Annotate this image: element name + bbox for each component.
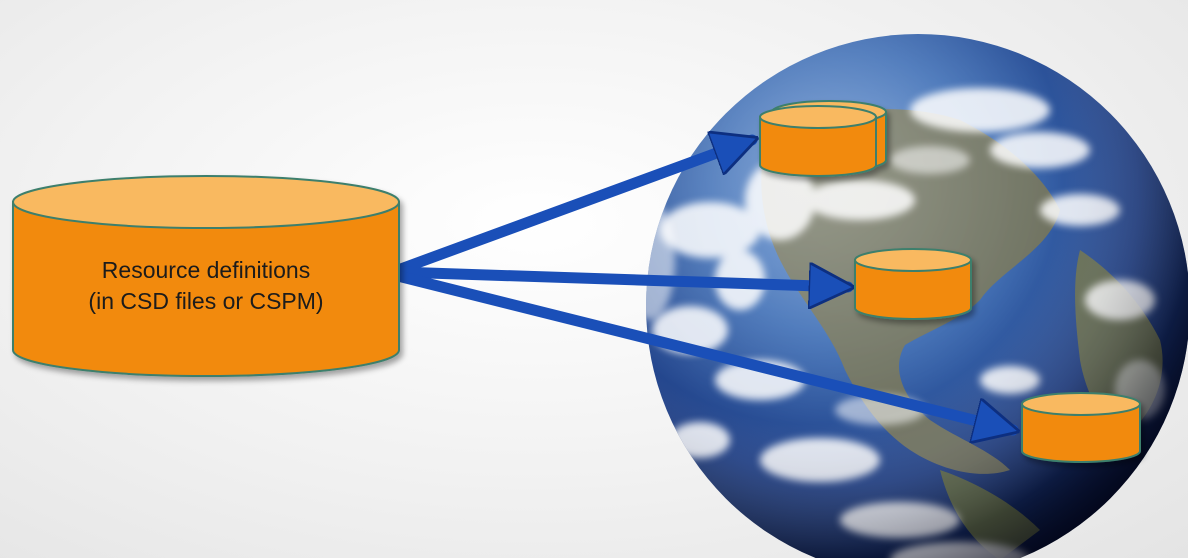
target-database-middle: [854, 248, 972, 320]
target-database-top: [759, 100, 887, 177]
source-label-line2: (in CSD files or CSPM): [88, 288, 323, 314]
arrow-to-middle-database: [392, 272, 848, 287]
arrow-to-top-database: [392, 140, 752, 276]
source-label-line1: Resource definitions: [102, 257, 310, 283]
arrows: [392, 140, 1013, 430]
target-database-bottom: [1021, 392, 1141, 463]
arrow-to-bottom-database: [392, 270, 1013, 430]
source-database-cylinder: Resource definitions (in CSD files or CS…: [12, 175, 400, 377]
